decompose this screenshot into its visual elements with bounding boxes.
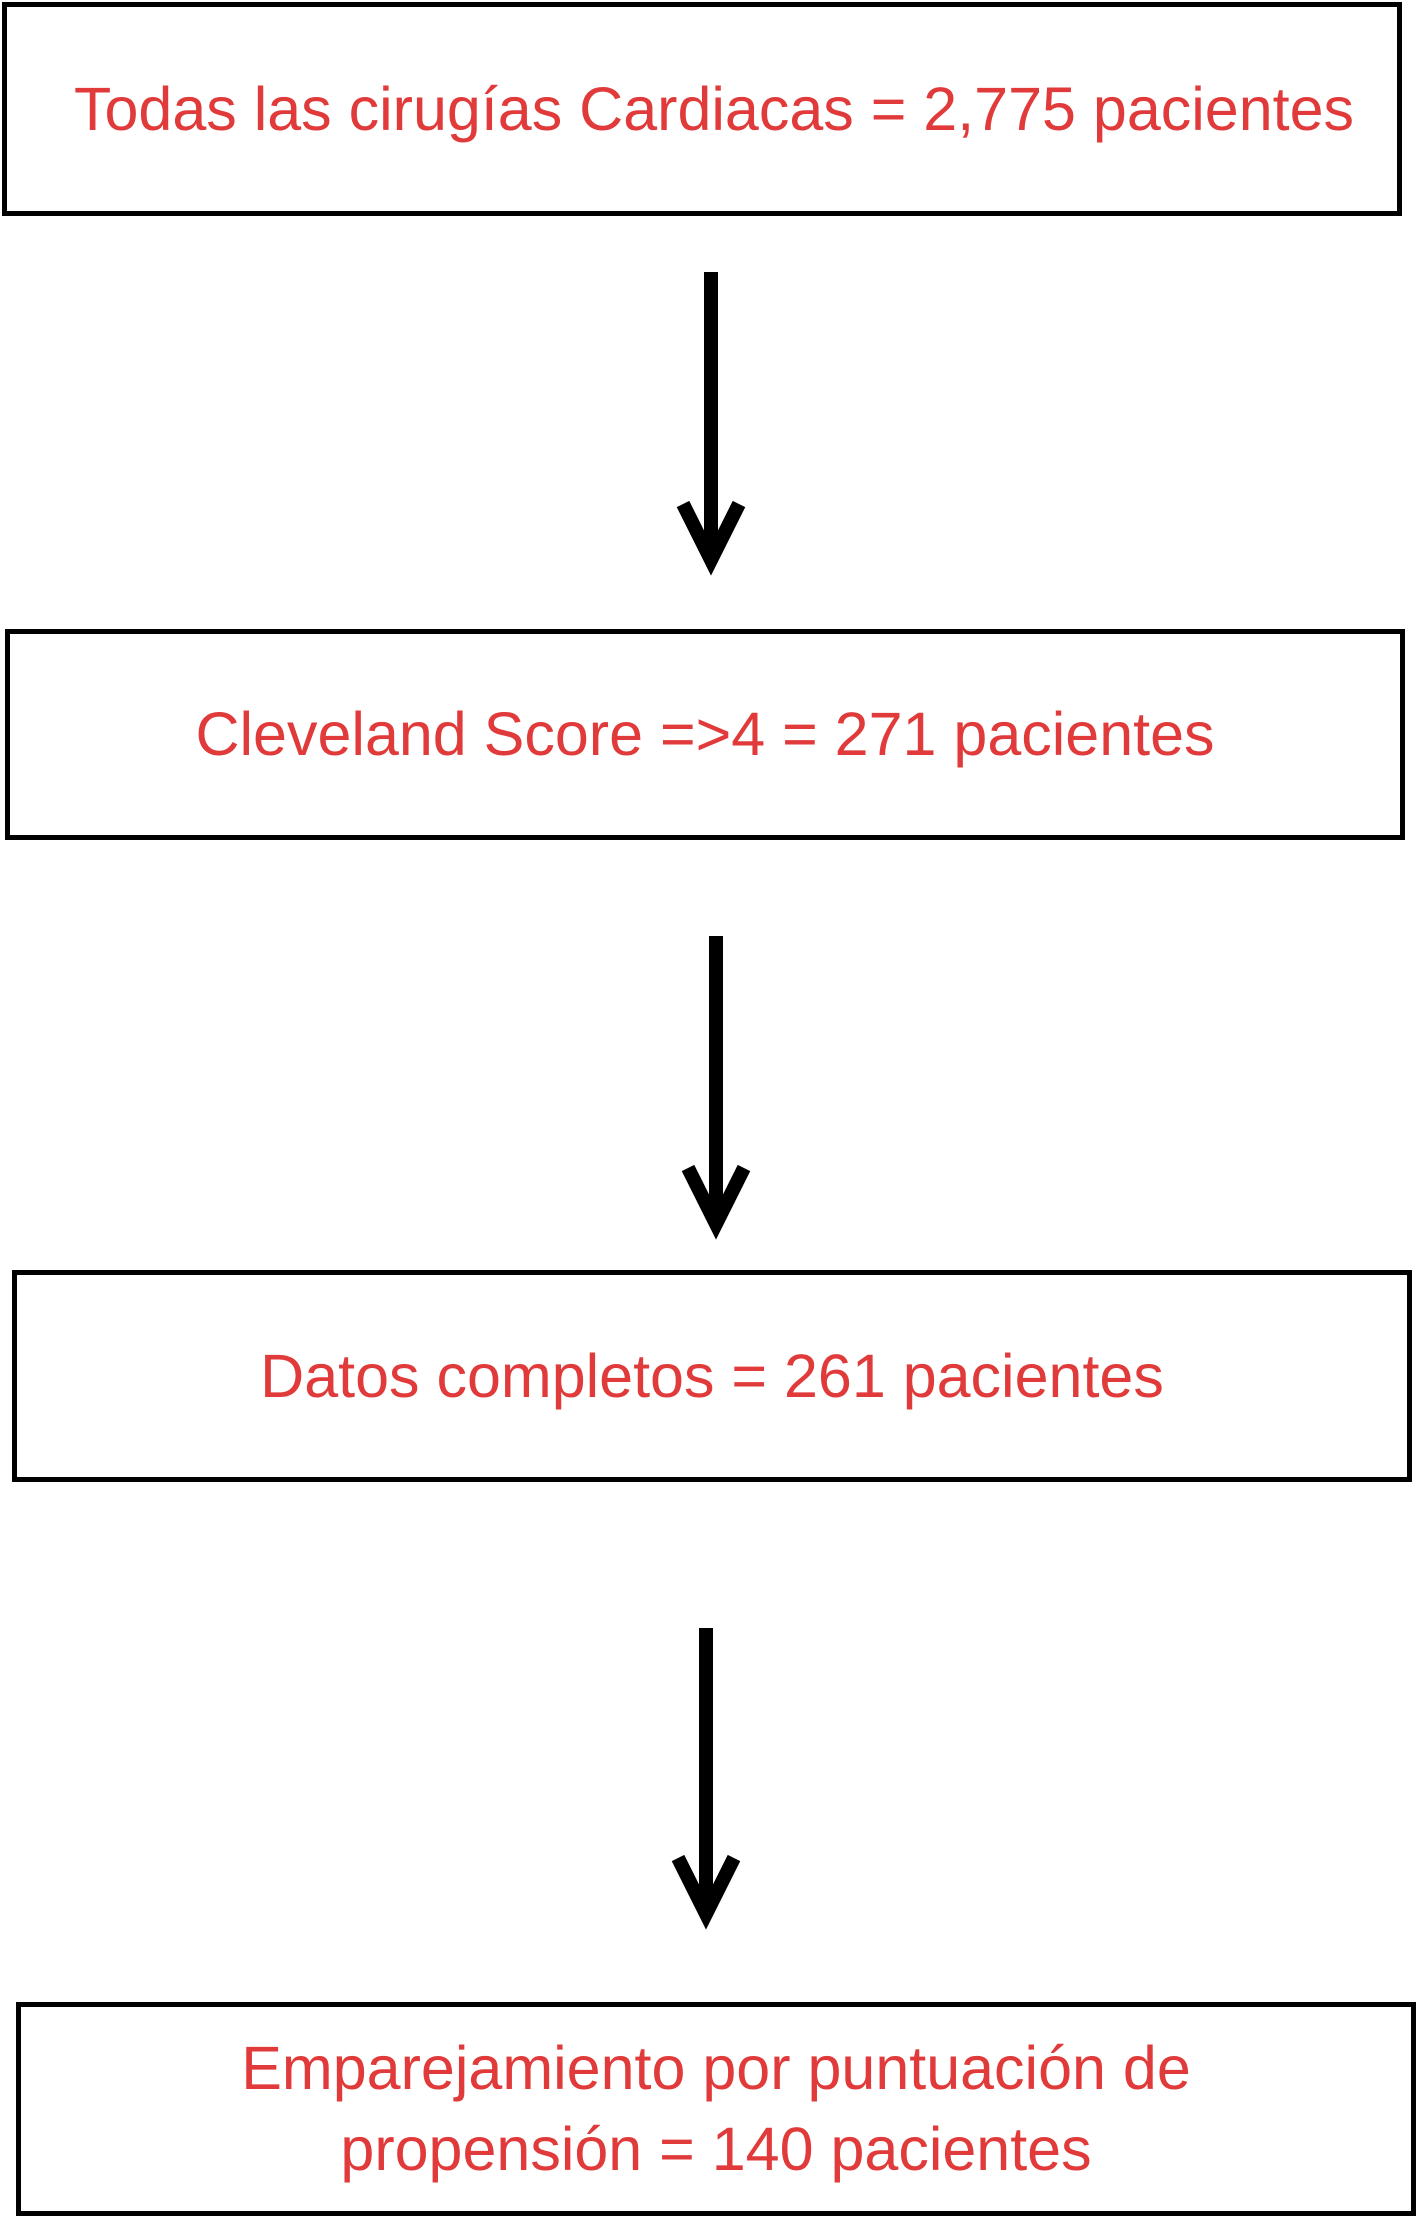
step-2-box: Cleveland Score =>4 = 271 pacientes xyxy=(5,629,1405,840)
step-3-label-line-1: Datos completos = 261 pacientes xyxy=(260,1341,1164,1410)
step-3-label: Datos completos = 261 pacientes xyxy=(260,1336,1164,1417)
step-1-label-line-1: Todas las cirugías Cardiacas = 2,775 pac… xyxy=(73,74,1355,143)
step-3-box: Datos completos = 261 pacientes xyxy=(12,1270,1412,1482)
arrow-2-to-3 xyxy=(681,936,751,1240)
step-4-label-line-1: Emparejamiento por puntuación de xyxy=(241,2034,1191,2103)
arrow-1-to-2 xyxy=(676,272,746,576)
step-2-label: Cleveland Score =>4 = 271 pacientes xyxy=(195,694,1214,775)
step-4-box: Emparejamiento por puntuación de propens… xyxy=(16,2002,1416,2216)
arrow-3-to-4 xyxy=(671,1628,741,1930)
arrow-2-head xyxy=(681,1164,751,1240)
step-1-label: Todas las cirugías Cardiacas = 2,775 pac… xyxy=(50,69,1354,150)
arrow-1-head xyxy=(676,500,746,576)
step-4-label-line-2: propensión = 140 pacientes xyxy=(340,2115,1092,2183)
step-2-label-line-1: Cleveland Score =>4 = 271 pacientes xyxy=(195,700,1215,769)
arrow-3-head xyxy=(671,1854,741,1930)
step-1-box: Todas las cirugías Cardiacas = 2,775 pac… xyxy=(2,2,1402,216)
step-4-label: Emparejamiento por puntuación de propens… xyxy=(241,2028,1191,2189)
